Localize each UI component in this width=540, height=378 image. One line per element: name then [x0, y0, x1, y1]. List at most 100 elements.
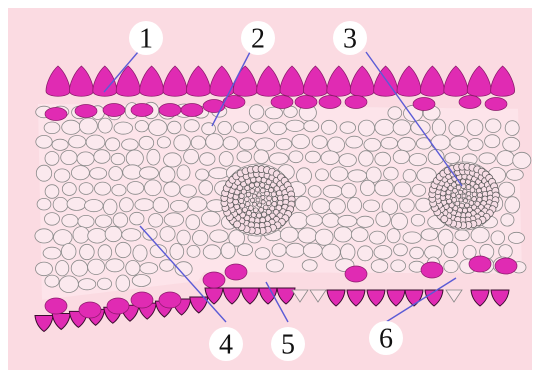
- lower-epidermal-cell: [345, 266, 367, 282]
- mesophyll-cell: [341, 183, 356, 198]
- mesophyll-cell: [233, 122, 249, 133]
- mesophyll-cell: [410, 247, 424, 259]
- bundle-cell: [456, 185, 461, 190]
- mesophyll-cell: [295, 196, 310, 211]
- mesophyll-cell: [304, 121, 319, 132]
- mesophyll-cell: [177, 165, 190, 180]
- mesophyll-cell: [298, 228, 317, 243]
- callout-label-4: 4: [209, 327, 243, 361]
- mesophyll-cell: [340, 122, 356, 134]
- mesophyll-cell: [122, 229, 141, 241]
- bundle-cell: [452, 198, 457, 203]
- mesophyll-cell: [186, 215, 200, 230]
- mesophyll-cell: [147, 149, 160, 165]
- mesophyll-cell: [171, 200, 188, 212]
- mesophyll-cell: [272, 244, 286, 257]
- mesophyll-cell: [497, 151, 514, 166]
- mesophyll-cell: [369, 231, 385, 244]
- mesophyll-cell: [505, 197, 520, 213]
- bundle-cell: [249, 206, 254, 211]
- mesophyll-cell: [239, 138, 255, 150]
- mesophyll-cell: [71, 166, 89, 180]
- callout-label-6: 6: [369, 321, 403, 355]
- mesophyll-cell: [36, 165, 51, 181]
- mesophyll-cell: [149, 120, 167, 136]
- bundle-cell: [461, 184, 466, 189]
- mesophyll-cell: [113, 213, 128, 227]
- mesophyll-cell: [78, 279, 95, 290]
- mesophyll-cell: [177, 230, 190, 245]
- mesophyll-cell: [387, 229, 400, 243]
- mesophyll-cell: [56, 261, 69, 276]
- mesophyll-cell: [346, 136, 363, 148]
- mesophyll-cell: [509, 232, 525, 243]
- mesophyll-cell: [170, 244, 184, 260]
- mesophyll-cell: [69, 136, 86, 148]
- mesophyll-cell: [44, 122, 60, 134]
- mesophyll-cell: [88, 229, 107, 244]
- bundle-cell: [257, 203, 261, 207]
- bundle-cell: [462, 194, 466, 198]
- mesophyll-cell: [112, 185, 126, 196]
- mesophyll-cell: [153, 197, 169, 212]
- callout-label-5: 5: [271, 327, 305, 361]
- mesophyll-cell: [95, 182, 111, 195]
- lower-epidermal-cell: [45, 298, 67, 314]
- upper-epidermal-cell: [319, 96, 341, 109]
- bundle-cell: [272, 197, 277, 202]
- mesophyll-cell: [188, 197, 207, 212]
- mesophyll-cell: [145, 180, 162, 196]
- mesophyll-cell: [53, 197, 68, 211]
- mesophyll-cell: [174, 135, 191, 151]
- mesophyll-cell: [103, 199, 117, 215]
- mesophyll-cell: [305, 151, 320, 163]
- mesophyll-cell: [432, 119, 445, 135]
- bundle-cell: [472, 197, 477, 202]
- mesophyll-cell: [132, 275, 150, 287]
- mesophyll-cell: [505, 121, 519, 136]
- mesophyll-cell: [256, 138, 275, 151]
- mesophyll-cell: [237, 151, 252, 163]
- mesophyll-cell: [394, 182, 410, 197]
- mesophyll-cell: [200, 153, 215, 166]
- mesophyll-cell: [303, 243, 322, 257]
- mesophyll-cell: [364, 138, 381, 151]
- mesophyll-cell: [94, 150, 110, 164]
- mesophyll-cell: [140, 167, 159, 179]
- mesophyll-cell: [421, 229, 438, 241]
- lower-epidermal-cell: [495, 258, 517, 274]
- mesophyll-cell: [164, 182, 180, 197]
- mesophyll-cell: [468, 138, 483, 150]
- mesophyll-cell: [116, 275, 130, 291]
- callout-number: 2: [251, 24, 265, 55]
- upper-epidermal-cell: [271, 96, 293, 109]
- callout-number: 1: [139, 24, 153, 55]
- mesophyll-cell: [393, 120, 410, 135]
- mesophyll-cell: [45, 275, 59, 287]
- upper-epidermal-cell: [159, 104, 181, 117]
- mesophyll-cell: [485, 135, 500, 148]
- mesophyll-cell: [360, 180, 374, 195]
- mesophyll-cell: [269, 153, 288, 165]
- mesophyll-cell: [358, 246, 373, 261]
- mesophyll-cell: [45, 185, 59, 199]
- mesophyll-cell: [140, 263, 158, 274]
- mesophyll-cell: [409, 154, 426, 166]
- bundle-cell: [467, 192, 471, 196]
- bundle-cell: [256, 213, 261, 218]
- mesophyll-cell: [77, 152, 94, 166]
- mesophyll-cell: [157, 137, 170, 148]
- mesophyll-cell: [398, 137, 416, 151]
- bundle-cell: [451, 193, 456, 198]
- mesophyll-cell: [218, 121, 232, 134]
- mesophyll-cell: [347, 197, 361, 213]
- upper-epidermal-cell: [413, 98, 435, 111]
- mesophyll-cell: [341, 244, 355, 261]
- mesophyll-cell: [450, 136, 469, 149]
- mesophyll-cell: [302, 260, 317, 271]
- mesophyll-cell: [499, 245, 513, 259]
- mesophyll-cell: [105, 226, 122, 241]
- mesophyll-cell: [376, 212, 391, 227]
- mesophyll-cell: [358, 120, 374, 136]
- mesophyll-cell: [449, 121, 465, 136]
